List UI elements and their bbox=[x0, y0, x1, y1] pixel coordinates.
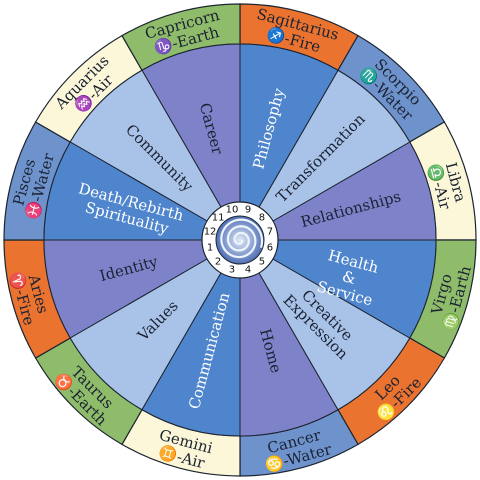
house-number-8: 8 bbox=[259, 213, 265, 224]
house-number-2: 2 bbox=[215, 256, 221, 267]
sign-pisces: Pisces♓-Water bbox=[3, 121, 72, 241]
house-number-11: 11 bbox=[212, 213, 225, 224]
sign-cancer: Cancer♋-Water bbox=[239, 408, 359, 477]
house-number-6: 6 bbox=[267, 243, 273, 254]
house-4: Home bbox=[239, 272, 339, 437]
house-9: Philosophy bbox=[239, 43, 339, 208]
house-number-10: 10 bbox=[226, 205, 239, 216]
house-number-5: 5 bbox=[259, 256, 265, 267]
swirl-spiral-icon bbox=[220, 218, 264, 259]
house-number-1: 1 bbox=[207, 243, 213, 254]
house-number-12: 12 bbox=[204, 226, 217, 237]
house-label-line: & bbox=[340, 267, 358, 288]
house-number-3: 3 bbox=[229, 264, 235, 275]
house-number-4: 4 bbox=[245, 264, 251, 275]
house-number-9: 9 bbox=[245, 205, 251, 216]
house-10: Career bbox=[141, 43, 241, 208]
house-number-7: 7 bbox=[267, 226, 273, 237]
